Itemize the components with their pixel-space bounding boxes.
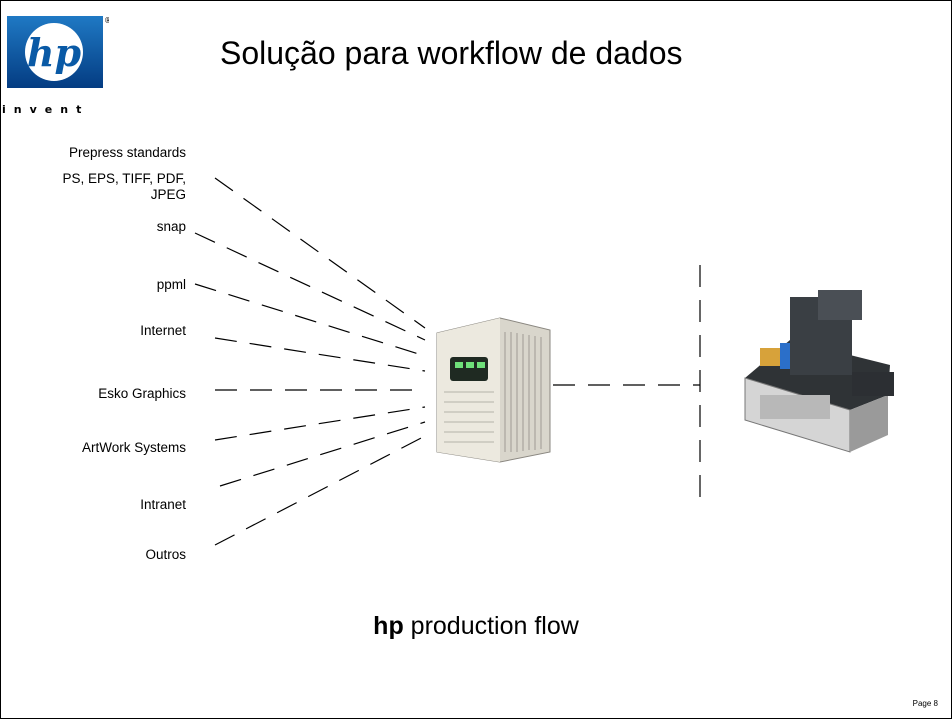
source-label-ppml: ppml (156, 277, 186, 292)
svg-text:hp: hp (27, 30, 82, 75)
connector-internet (214, 337, 426, 372)
page-number: Page 8 (912, 699, 938, 708)
source-label-artwork: ArtWork Systems (81, 440, 186, 455)
source-label-intranet: Intranet (140, 497, 186, 512)
server-tower-icon (436, 317, 551, 463)
logo-tagline: invent (2, 103, 90, 116)
connector-intranet (219, 421, 426, 487)
source-label-esko: Esko Graphics (98, 386, 186, 401)
source-label-snap: snap (156, 219, 186, 234)
connector-snap (194, 232, 426, 341)
source-label-internet: Internet (140, 323, 186, 338)
connector-ppml (194, 283, 426, 357)
connector-outros (214, 435, 426, 546)
source-label-formats: PS, EPS, TIFF, PDF, JPEG (62, 171, 186, 202)
footer-label: production flow (403, 612, 579, 640)
connector-formats (214, 177, 426, 329)
source-label-outros: Outros (145, 547, 186, 562)
digital-press-icon (744, 290, 894, 453)
svg-text:®: ® (104, 16, 109, 25)
connector-lines (194, 177, 701, 546)
footer-title: hp production flow (0, 612, 952, 641)
hp-logo: hp ® (7, 16, 109, 88)
source-label-prepress: Prepress standards (68, 145, 186, 160)
slide-title: Solução para workflow de dados (220, 35, 683, 71)
connector-artwork (214, 406, 426, 441)
footer-brand: hp (373, 612, 404, 640)
